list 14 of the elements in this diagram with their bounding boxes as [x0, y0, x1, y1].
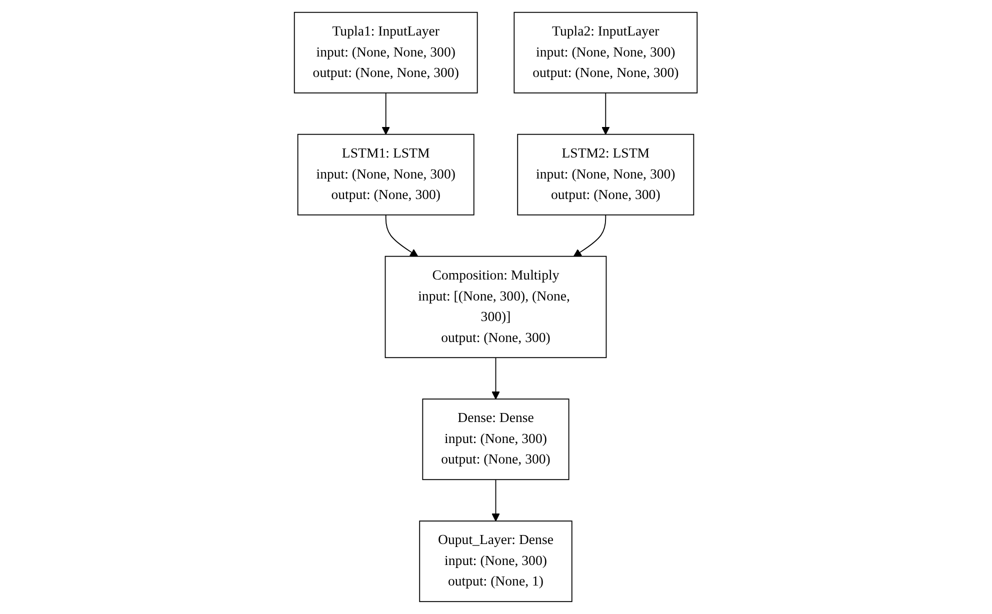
node-box — [298, 134, 475, 216]
node-box — [419, 520, 573, 602]
node-box — [517, 134, 694, 216]
model-diagram: Tupla1: InputLayer input: (None, None, 300) output: (None, None, 300) Tupla2: InputLayer input: (None, None, 300) output: (None, None, 300) LSTM1: LSTM input: (None, None, 300) output: (None, 300) LSTM2: LSTM input: (None, None, 300) output: (None, 300) Composition: Multiply input: [(None, 300), (None, 300)] output: (None, 300) Dense: Dense input: (None, 300) output: (None, 300) Ouput_Layer: Dense input: (None, 300) output: (None, 1) — [287, 5, 705, 609]
node-box — [385, 256, 607, 358]
arrow — [574, 214, 606, 257]
node-box — [294, 12, 478, 94]
node-box — [422, 398, 570, 480]
arrow — [386, 214, 418, 257]
node-box — [514, 12, 698, 94]
arrow — [492, 357, 500, 400]
arrow — [492, 479, 500, 522]
arrow — [602, 92, 610, 135]
arrow — [382, 92, 390, 135]
